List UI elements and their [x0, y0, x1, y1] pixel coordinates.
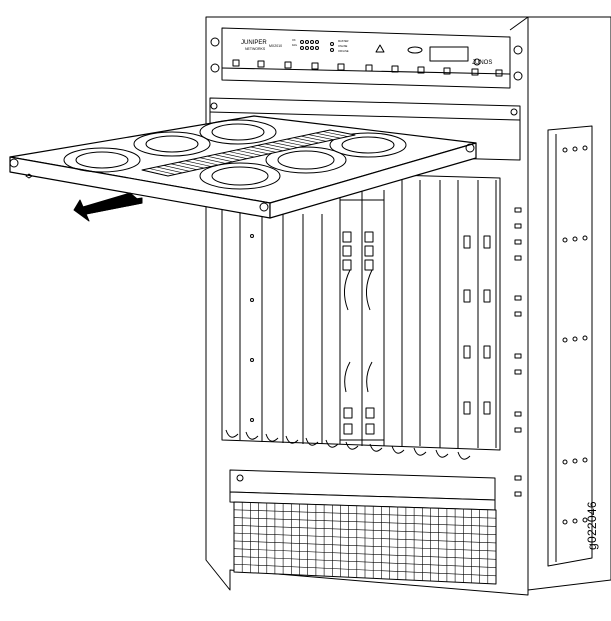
removal-direction-arrow	[73, 192, 143, 222]
brand-logo: JUNIPER	[241, 40, 267, 46]
junos-logo: JUNOS	[472, 60, 492, 66]
led-label-online: ONLINE	[338, 45, 348, 48]
craft-interface-panel	[210, 27, 523, 89]
control-boards	[339, 199, 385, 441]
brand-subtitle: NETWORKS	[245, 47, 266, 51]
panel-leds	[300, 40, 481, 66]
extracted-fan-tray	[9, 115, 477, 219]
ejector-handles	[225, 429, 471, 460]
led-label-offline: OFFLINE	[338, 50, 349, 53]
led-label-master: MASTER	[338, 40, 349, 43]
figure-id: g022046	[585, 501, 599, 550]
rail-slot-holes	[514, 145, 588, 525]
panel-labels: JUNIPER NETWORKS MX2010 JUNOS OK FAIL MA…	[241, 39, 492, 66]
air-intake-grille	[233, 501, 497, 585]
panel-port-row	[232, 59, 503, 77]
model-label: MX2010	[269, 44, 282, 48]
card-ports	[250, 234, 491, 422]
right-rack-rail	[527, 16, 611, 591]
led-label-fail: FAIL	[292, 44, 298, 47]
led-label-ok: OK	[292, 39, 296, 42]
